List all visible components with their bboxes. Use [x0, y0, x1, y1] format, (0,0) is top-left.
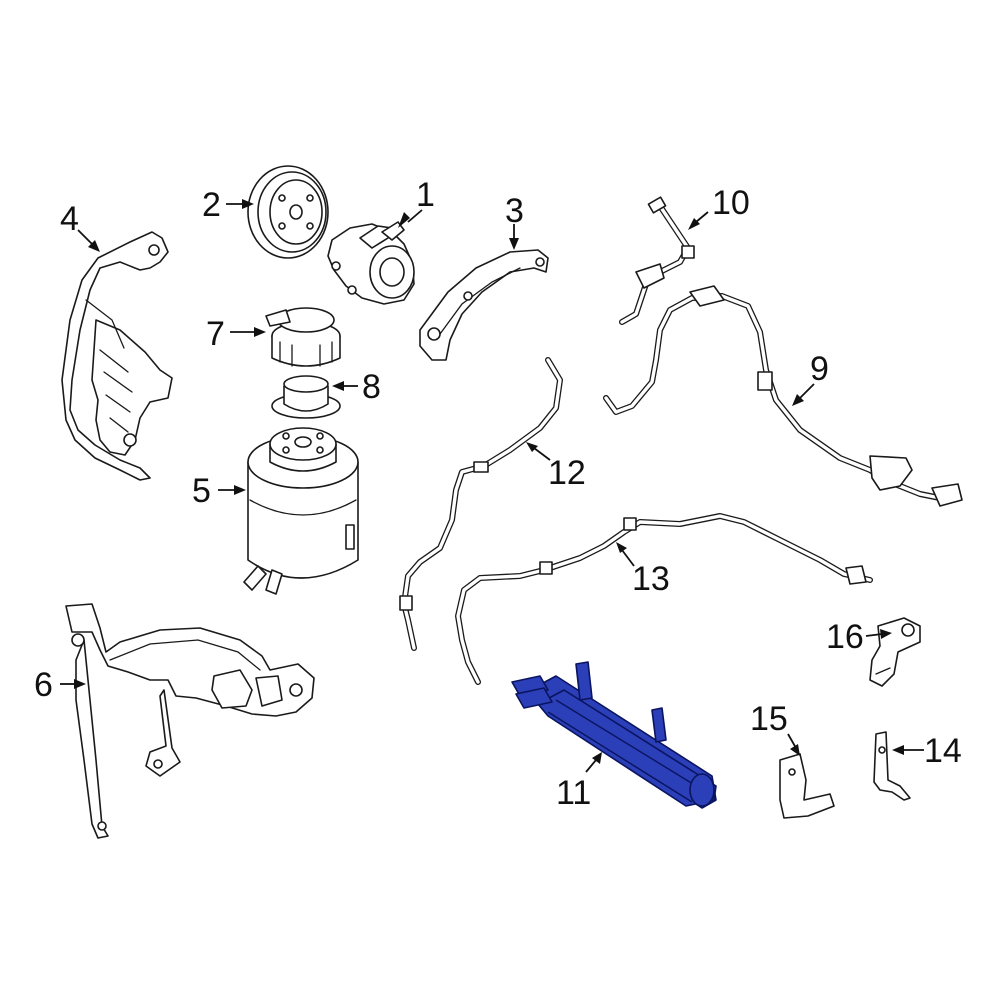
part-16-clamp[interactable]: [869, 617, 921, 687]
part-8-filter[interactable]: [271, 375, 341, 419]
part-15-bracket[interactable]: [779, 753, 835, 819]
callout-15: 15: [750, 700, 788, 738]
callout-10: 10: [712, 184, 750, 222]
part-13-tube[interactable]: [455, 513, 873, 685]
part-10-hose[interactable]: [619, 196, 695, 325]
callout-8: 8: [362, 368, 381, 406]
callout-1: 1: [416, 176, 435, 214]
part-3-bracket[interactable]: [419, 249, 549, 361]
callout-6: 6: [34, 666, 53, 704]
part-1-pump[interactable]: [327, 221, 415, 305]
part-14-clip[interactable]: [873, 731, 911, 801]
callout-4: 4: [60, 200, 79, 238]
callout-11: 11: [556, 774, 591, 812]
callout-14: 14: [924, 732, 962, 770]
part-5-reservoir[interactable]: [243, 427, 359, 595]
part-4-shield[interactable]: [61, 231, 173, 481]
callout-labels: 1 2 3 4 5 6 7 8 9 10 11 12 13 14 15 16: [34, 176, 962, 812]
part-11-cooler[interactable]: [511, 661, 717, 809]
callout-16: 16: [826, 618, 864, 656]
callout-2: 2: [202, 186, 221, 224]
callout-12: 12: [548, 454, 586, 492]
part-12-tube[interactable]: [399, 357, 563, 651]
callout-3: 3: [505, 192, 524, 230]
callout-7: 7: [206, 315, 225, 353]
callout-leaders: [60, 199, 924, 773]
callout-5: 5: [192, 472, 211, 510]
part-9-hose[interactable]: [603, 285, 963, 507]
part-6-support[interactable]: [65, 603, 315, 839]
part-7-cap[interactable]: [265, 307, 341, 367]
part-2-pulley[interactable]: [247, 165, 329, 259]
callout-13: 13: [632, 560, 670, 598]
callout-9: 9: [810, 350, 829, 388]
